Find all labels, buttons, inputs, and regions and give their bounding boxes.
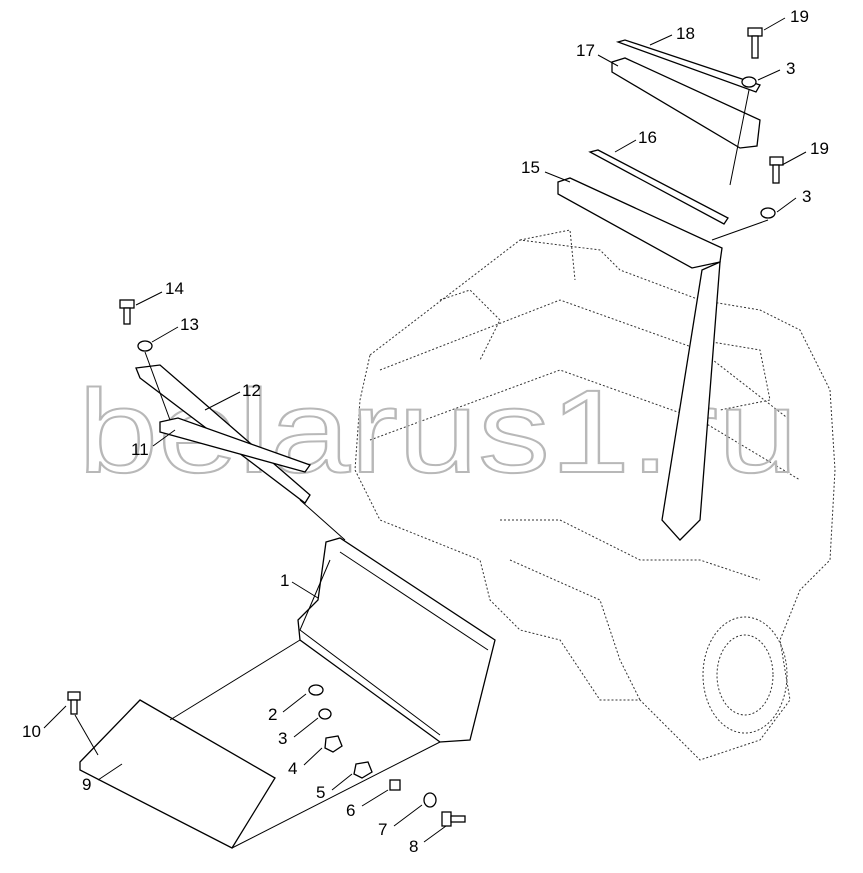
vertical-plate xyxy=(661,260,721,541)
bolt-19-top xyxy=(747,27,763,59)
washer-3-top xyxy=(741,76,757,88)
part-15-shield xyxy=(557,177,723,269)
callout-15: 15 xyxy=(521,158,540,177)
callout-3: 3 xyxy=(278,729,287,748)
callout-19: 19 xyxy=(810,139,829,158)
washer-3-mid xyxy=(760,207,776,219)
callout-4: 4 xyxy=(288,759,297,778)
part-16-strip xyxy=(588,149,729,225)
bolt-19-mid xyxy=(769,156,784,184)
callout-12: 12 xyxy=(242,381,261,400)
callout-7: 7 xyxy=(378,820,387,839)
callout-6: 6 xyxy=(346,801,355,820)
callout-1: 1 xyxy=(280,571,289,590)
washer-3 xyxy=(318,708,332,720)
nut-4 xyxy=(324,735,343,753)
spacer-6 xyxy=(389,779,401,791)
tractor-frame xyxy=(354,229,836,761)
bolt-14 xyxy=(119,299,135,325)
nut-5 xyxy=(353,761,373,779)
washer-13 xyxy=(137,340,153,352)
callout-13: 13 xyxy=(180,315,199,334)
callout-9: 9 xyxy=(82,775,91,794)
part-17-shield xyxy=(611,57,761,149)
callout-10: 10 xyxy=(22,722,41,741)
callout-19: 19 xyxy=(790,7,809,26)
part-11-shield xyxy=(159,417,312,473)
part-18-strip xyxy=(615,39,761,93)
callout-3: 3 xyxy=(786,59,795,78)
callout-3: 3 xyxy=(802,187,811,206)
callout-5: 5 xyxy=(316,783,325,802)
callout-16: 16 xyxy=(638,128,657,147)
callout-8: 8 xyxy=(409,837,418,856)
callout-14: 14 xyxy=(165,279,184,298)
callout-2: 2 xyxy=(268,705,277,724)
washer-2 xyxy=(308,684,324,696)
part-9-plate xyxy=(79,699,276,849)
bolt-10 xyxy=(67,691,81,715)
callout-18: 18 xyxy=(676,24,695,43)
washer-7 xyxy=(423,792,437,808)
callout-11: 11 xyxy=(131,440,149,459)
callout-17: 17 xyxy=(576,41,595,60)
bolt-8 xyxy=(441,811,466,827)
